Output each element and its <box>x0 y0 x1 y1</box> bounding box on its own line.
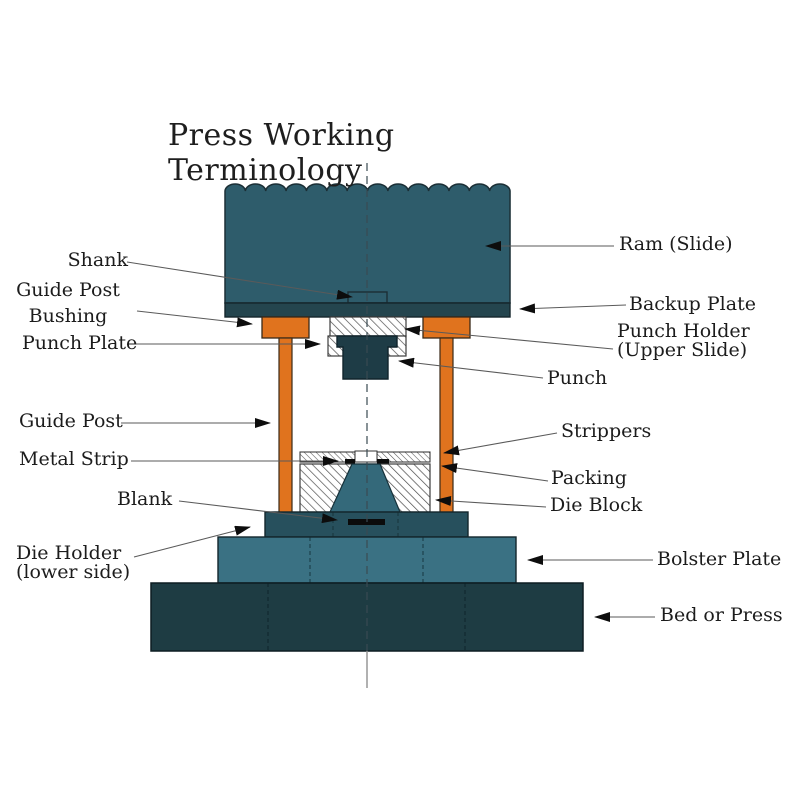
leader-blank <box>178 500 338 524</box>
guide-post-bushing-left-shape <box>261 316 310 339</box>
label-guide-post-bushing: Guide Post Bushing <box>16 277 120 329</box>
label-bolster-plate: Bolster Plate <box>657 548 782 570</box>
guide-post-left-shape <box>278 337 293 514</box>
label-blank: Blank <box>117 488 173 510</box>
leader-shank <box>126 261 353 300</box>
punch-clearance-notch <box>354 450 378 463</box>
label-punch-holder: Punch Holder (Upper Slide) <box>617 322 750 360</box>
label-backup-plate: Backup Plate <box>629 293 756 315</box>
label-punch-plate: Punch Plate <box>22 332 138 354</box>
leader-backup-plate <box>519 303 627 314</box>
leader-strippers <box>443 432 558 456</box>
label-ram: Ram (Slide) <box>619 233 733 255</box>
leader-die-block <box>435 495 547 508</box>
label-bed-or-press: Bed or Press <box>660 604 783 626</box>
label-guide-post-bushing-line1: Guide Post <box>16 279 120 301</box>
label-packing: Packing <box>551 467 627 489</box>
leader-die-holder <box>133 525 251 558</box>
label-metal-strip: Metal Strip <box>19 448 129 470</box>
punch-shape <box>336 335 398 380</box>
punch-holder-shape <box>329 316 407 337</box>
leader-punch <box>398 357 544 379</box>
label-strippers: Strippers <box>561 420 652 442</box>
label-punch-holder-line1: Punch Holder <box>617 320 750 342</box>
guide-post-right-shape <box>439 337 454 514</box>
label-die-holder-line2: (lower side) <box>16 561 131 583</box>
metal-strip-shape-2 <box>377 459 389 464</box>
label-die-block: Die Block <box>550 494 643 516</box>
label-guide-post: Guide Post <box>19 410 123 432</box>
label-die-holder-line1: Die Holder <box>16 542 122 564</box>
leader-guide-post-bushing <box>136 310 253 328</box>
label-punch: Punch <box>547 367 608 389</box>
label-shank: Shank <box>67 249 128 271</box>
label-punch-holder-line2: (Upper Slide) <box>617 339 748 361</box>
page-title: Press Working Terminology <box>168 118 395 188</box>
metal-strip-shape <box>345 459 355 464</box>
leader-packing <box>441 463 549 482</box>
leader-punch-holder <box>404 325 614 350</box>
label-guide-post-bushing-line2: Bushing <box>28 305 108 327</box>
label-die-holder: Die Holder (lower side) <box>16 544 130 582</box>
